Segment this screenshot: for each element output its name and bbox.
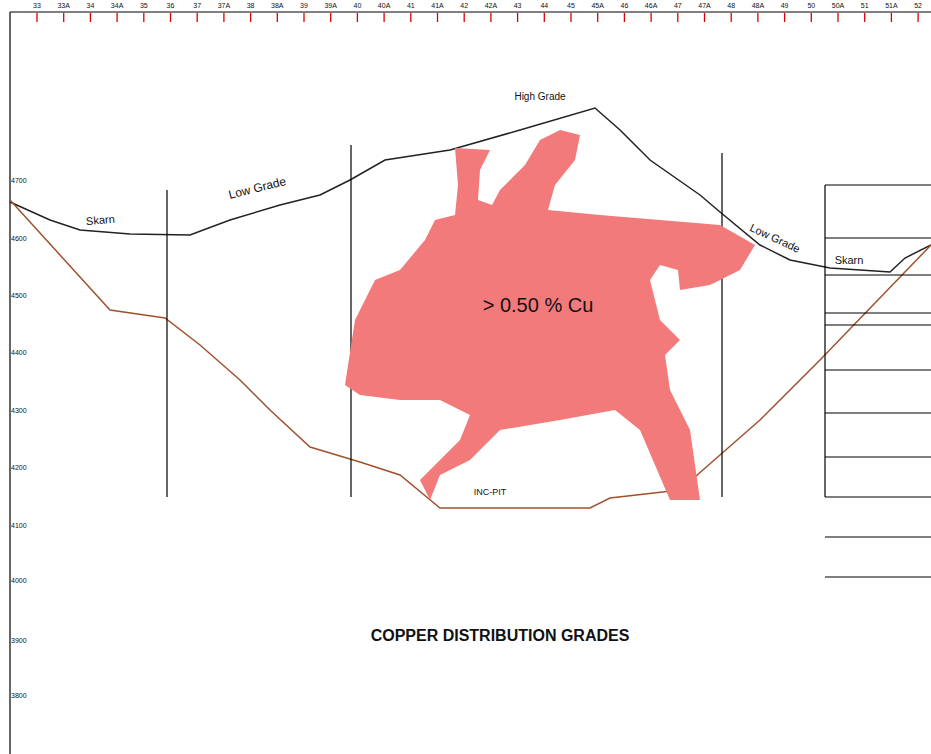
- section-number: 48: [727, 2, 735, 9]
- section-number: 41: [407, 2, 415, 9]
- tick-mark: [891, 13, 892, 22]
- grade-label: Low Grade: [748, 222, 801, 255]
- section-number: 51: [861, 2, 869, 9]
- tick-mark: [677, 13, 678, 22]
- tick-mark: [917, 13, 918, 22]
- tick-mark: [36, 13, 37, 22]
- elevation-value: 4400: [11, 349, 27, 356]
- section-number: 46A: [645, 2, 657, 9]
- section-number: 50: [807, 2, 815, 9]
- elevation-value: 4300: [11, 407, 27, 414]
- elevation-value: 4700: [11, 177, 27, 184]
- elevation-value: 4100: [11, 522, 27, 529]
- section-number: 39: [300, 2, 308, 9]
- section-number: 33: [33, 2, 41, 9]
- rock-label: Skarn: [85, 213, 115, 226]
- section-number: 37A: [218, 2, 230, 9]
- section-number: 42A: [485, 2, 497, 9]
- section-number: 45A: [591, 2, 603, 9]
- section-number: 50A: [832, 2, 844, 9]
- tick-mark: [90, 13, 91, 22]
- tick-mark: [250, 13, 251, 22]
- tick-mark: [330, 13, 331, 22]
- rock-label: Skarn: [835, 255, 864, 266]
- tick-mark: [437, 13, 438, 22]
- tick-mark: [277, 13, 278, 22]
- elevation-value: 3800: [11, 692, 27, 699]
- tick-mark: [704, 13, 705, 22]
- tick-mark: [517, 13, 518, 22]
- section-number: 46: [621, 2, 629, 9]
- tick-mark: [811, 13, 812, 22]
- section-number: 38: [247, 2, 255, 9]
- section-number: 41A: [431, 2, 443, 9]
- section-number: 49: [781, 2, 789, 9]
- grade-label: > 0.50 % Cu: [483, 295, 594, 315]
- section-number: 34: [87, 2, 95, 9]
- section-number: 42: [460, 2, 468, 9]
- frame-left: [9, 12, 10, 754]
- tick-mark: [357, 13, 358, 22]
- tick-mark: [597, 13, 598, 22]
- tick-mark: [63, 13, 64, 22]
- section-number: 37: [193, 2, 201, 9]
- tick-mark: [784, 13, 785, 22]
- elevation-value: 4600: [11, 235, 27, 242]
- diagram-title: COPPER DISTRIBUTION GRADES: [371, 628, 630, 644]
- tick-mark: [837, 13, 838, 22]
- section-number: 43: [514, 2, 522, 9]
- pit-label: INC-PIT: [474, 488, 507, 497]
- section-number: 51A: [885, 2, 897, 9]
- tick-mark: [143, 13, 144, 22]
- section-number: 33A: [57, 2, 69, 9]
- section-number: 40A: [378, 2, 390, 9]
- tick-mark: [464, 13, 465, 22]
- tick-mark: [116, 13, 117, 22]
- tick-mark: [410, 13, 411, 22]
- tick-mark: [490, 13, 491, 22]
- tick-mark: [303, 13, 304, 22]
- tick-mark: [731, 13, 732, 22]
- section-number: 34A: [111, 2, 123, 9]
- grade-zone: > 0.50 % Cu: [340, 128, 760, 508]
- tick-mark: [650, 13, 651, 22]
- section-number: 35: [140, 2, 148, 9]
- elevation-value: 3900: [11, 637, 27, 644]
- tick-mark: [864, 13, 865, 22]
- frame-top: [10, 11, 931, 12]
- tick-mark: [223, 13, 224, 22]
- section-number: 44: [540, 2, 548, 9]
- section-number: 39A: [324, 2, 336, 9]
- tick-mark: [570, 13, 571, 22]
- grade-label: High Grade: [514, 92, 565, 102]
- tick-mark: [544, 13, 545, 22]
- elevation-value: 4200: [11, 464, 27, 471]
- section-ticks: [37, 13, 918, 22]
- section-number: 48A: [752, 2, 764, 9]
- tick-mark: [624, 13, 625, 22]
- tick-mark: [197, 13, 198, 22]
- section-number: 40: [354, 2, 362, 9]
- grade-label: Low Grade: [227, 175, 287, 201]
- section-number: 47: [674, 2, 682, 9]
- section-number: 45: [567, 2, 575, 9]
- elevation-value: 4000: [11, 577, 27, 584]
- tick-mark: [170, 13, 171, 22]
- section-number: 52: [914, 2, 922, 9]
- tick-mark: [383, 13, 384, 22]
- section-number: 47A: [698, 2, 710, 9]
- section-number: 38A: [271, 2, 283, 9]
- tick-mark: [757, 13, 758, 22]
- section-number: 36: [167, 2, 175, 9]
- elevation-value: 4500: [11, 292, 27, 299]
